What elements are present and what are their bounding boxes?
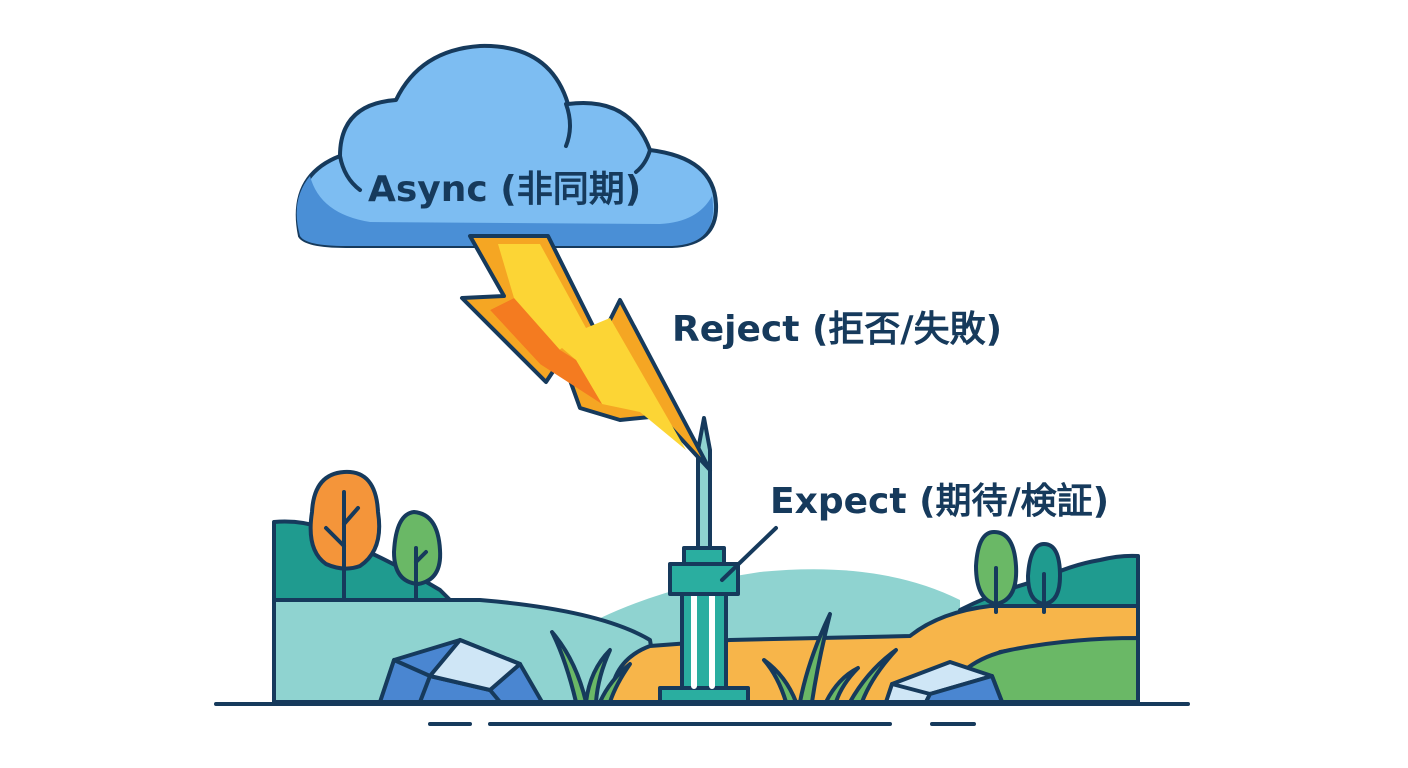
async-label: Async (非同期) [368,169,642,210]
lightning-rod-icon [658,416,750,704]
expect-label: Expect (期待/検証) [770,481,1110,522]
tree-right-teal-icon [1026,542,1062,614]
tree-right-green-icon [974,530,1019,614]
reject-label: Reject (拒否/失敗) [672,309,1003,350]
tree-green-icon [392,510,443,600]
grass-left-icon [550,630,632,704]
tree-orange-icon [308,469,382,600]
grass-right-icon [762,612,898,704]
expect-callout-line [720,526,778,582]
lightning-bolt-icon [460,234,712,472]
cloud-icon [295,43,719,248]
rock-left-icon [378,638,544,704]
